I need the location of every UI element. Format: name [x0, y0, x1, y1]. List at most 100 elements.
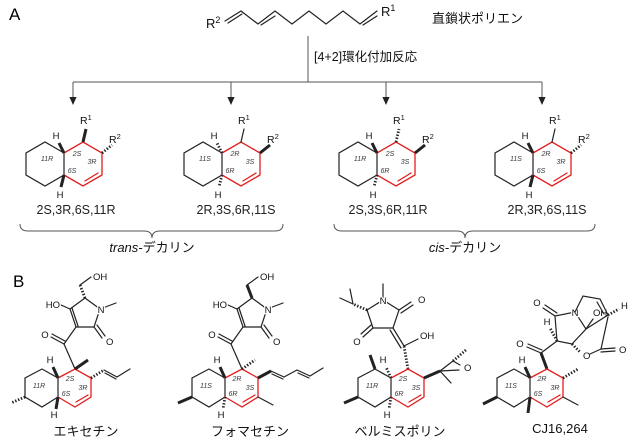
arrowhead-icon	[227, 97, 235, 105]
left-ring	[494, 141, 534, 187]
double-bond	[547, 394, 561, 403]
lactone-ring-o-label: O	[583, 351, 590, 362]
exocyclic-double-bond	[389, 329, 402, 349]
decalin-structure-2: H H R1 R2 11S 2R 3S 6R	[183, 113, 279, 202]
arrowhead-icon	[382, 97, 390, 105]
c11-label: 11R	[366, 383, 378, 390]
stereo-label-4: 2R,3R,6S,11S	[507, 203, 587, 217]
epoxide-o-label: O	[464, 363, 471, 374]
group-label-trans: trans-デカリン	[109, 240, 195, 255]
group-label-cis: cis-デカリン	[428, 240, 502, 255]
h-bottom-label: H	[384, 410, 391, 421]
c6-label: 6R	[226, 168, 235, 175]
pyrrolizidinone-ring	[554, 311, 587, 345]
propenyl-chain	[116, 368, 131, 378]
double-bond	[227, 13, 243, 24]
compound-name-equisetin: エキセチン	[53, 424, 119, 439]
c11-label: 11R	[33, 383, 45, 390]
h-bottom-label: H	[57, 190, 64, 201]
left-ring	[496, 368, 531, 408]
c6-label: 6R	[395, 391, 404, 398]
c11-label: 11S	[510, 156, 522, 163]
reaction-label: [4+2]環化付加反応	[314, 50, 418, 64]
methyl-wedge-bottom	[526, 396, 532, 414]
h-top-label: H	[211, 131, 218, 142]
methyl-hash	[10, 395, 26, 405]
methyl-wedge	[343, 395, 359, 405]
compound-name-phomasetin: フォマセチン	[210, 424, 290, 439]
methyl-hash	[241, 358, 256, 371]
c2-label: 2R	[541, 151, 551, 158]
c2-label: 2S	[72, 151, 82, 158]
stereo-label-2: 2R,3S,6R,11S	[196, 203, 276, 217]
left-ring	[338, 141, 378, 187]
ring-o-label: O	[106, 337, 113, 348]
compound-structure-phomasetin: HO OH N O O H H 11S 2R 3S 6R	[177, 271, 324, 422]
c11-label: 11S	[199, 156, 211, 163]
c6-label: 6S	[537, 168, 546, 175]
c2-label: 2S	[398, 376, 408, 383]
h-bottom-label: H	[51, 410, 58, 421]
panel-a-label: A	[9, 5, 21, 24]
r1-label: R1	[393, 113, 405, 127]
oh-label: OH	[420, 331, 434, 342]
h-bottom-label: H	[215, 190, 222, 201]
compound-structure-cj16264: O H O N OH H O O H 11S 2R 3R 6S	[482, 295, 629, 414]
h-alpha-label: H	[544, 317, 551, 328]
h-bottom-label: H	[218, 410, 225, 421]
c11-label: 11S	[505, 383, 517, 390]
polyene-chain	[224, 10, 378, 25]
oh-label: OH	[93, 272, 107, 283]
enol-double-bond	[71, 307, 79, 327]
right-ring-highlighted	[224, 368, 259, 408]
tetramic-ring	[236, 297, 268, 328]
keto-o-label: O	[516, 339, 523, 350]
stereo-label-3: 2S,3S,6R,11R	[348, 203, 428, 217]
c3-label: 3S	[412, 385, 421, 392]
c11-label: 11R	[41, 156, 53, 163]
double-bond	[408, 394, 422, 403]
left-ring	[357, 368, 392, 408]
h-top-label: H	[53, 131, 60, 142]
c6-label: 6S	[68, 168, 77, 175]
ho-label: HO	[46, 300, 60, 311]
c3-label: 3R	[79, 385, 88, 392]
arrow-down-3	[382, 82, 390, 105]
c3-label: 3S	[401, 159, 410, 166]
polyene-structure: R2 R1	[206, 3, 395, 31]
r2-label: R2	[206, 15, 220, 31]
double-bond	[242, 394, 256, 403]
c2-label: 2S	[385, 151, 395, 158]
c11-label: 11R	[354, 156, 366, 163]
c3-label: 3R	[551, 385, 560, 392]
tetramic-ring	[69, 297, 101, 328]
n-label: N	[265, 305, 272, 316]
c3-label: 3R	[557, 159, 566, 166]
left-ring	[183, 141, 223, 187]
left-ring	[24, 368, 59, 408]
ring-o-label: O	[273, 337, 280, 348]
c6-label: 6S	[62, 391, 71, 398]
vinyl-methyl	[562, 396, 579, 406]
methyl-hash	[562, 367, 579, 380]
h-bottom-label: H	[526, 190, 533, 201]
c11-label: 11S	[200, 383, 212, 390]
isopropyl-hash	[352, 302, 368, 312]
arrow-down-4	[538, 82, 546, 105]
lactone-o-label: O	[619, 345, 626, 356]
left-ring	[25, 141, 65, 187]
double-bond	[260, 15, 276, 26]
methyl-wedge	[74, 358, 89, 371]
h-top-label: H	[522, 131, 529, 142]
keto-o-label: O	[208, 330, 215, 341]
methyl-bond	[439, 370, 452, 384]
r1-label: R1	[238, 113, 250, 127]
c3-label: 3S	[246, 159, 255, 166]
c6-label: 6S	[534, 391, 543, 398]
right-ring-highlighted	[390, 368, 425, 408]
compound-structure-equisetin: HO OH N O O H H 11R 2S 3R 6S	[10, 271, 131, 422]
h-top-label: H	[214, 355, 221, 366]
underbraces	[19, 223, 596, 239]
keto-o-label: O	[41, 330, 48, 341]
c6-label: 6R	[229, 391, 238, 398]
